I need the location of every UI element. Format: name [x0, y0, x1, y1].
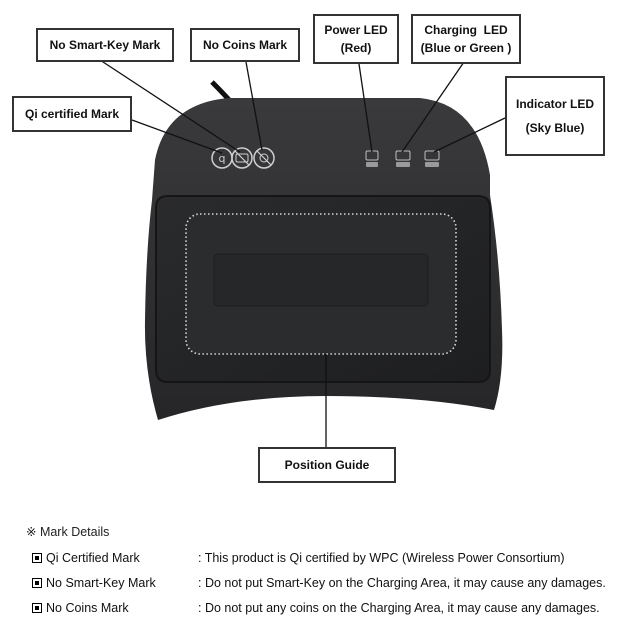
mark-details-heading: ※ Mark Details — [26, 525, 110, 539]
no-smart-key-icon — [231, 147, 253, 169]
callout-power-led-color: (Red) — [340, 41, 372, 55]
callout-charging-led: Charging LED (Blue or Green ) — [411, 14, 521, 64]
mark-detail-name: No Smart-Key Mark — [46, 576, 156, 590]
mark-detail-name: Qi Certified Mark — [46, 551, 140, 565]
svg-text:q: q — [219, 152, 226, 165]
mark-detail-description: : Do not put any coins on the Charging A… — [198, 601, 600, 615]
mark-detail-name: No Coins Mark — [46, 601, 129, 615]
checkbox-bullet-icon — [32, 553, 42, 563]
callout-indicator-led-color: (Sky Blue) — [525, 121, 585, 135]
no-coins-icon — [253, 147, 275, 169]
callout-no-smart-key: No Smart-Key Mark — [36, 28, 174, 62]
callout-indicator-led-label: Indicator LED — [515, 97, 594, 111]
leader-line-no-smart-key — [99, 59, 241, 153]
leader-line-charging-led — [401, 61, 465, 153]
callout-no-smart-key-label: No Smart-Key Mark — [49, 38, 161, 52]
indicator-led — [424, 150, 440, 167]
leader-line-qi — [131, 119, 223, 154]
callout-no-coins-label: No Coins Mark — [202, 38, 287, 52]
callout-position-guide: Position Guide — [258, 447, 396, 483]
callout-power-led: Power LED (Red) — [313, 14, 399, 64]
checkbox-bullet-icon — [32, 578, 42, 588]
mark-detail-description: : Do not put Smart-Key on the Charging A… — [198, 576, 606, 590]
callout-qi-certified-label: Qi certified Mark — [24, 107, 120, 121]
callout-power-led-label: Power LED — [324, 23, 388, 37]
coil-area — [213, 253, 429, 307]
callout-indicator-led: Indicator LED (Sky Blue) — [505, 76, 605, 156]
mark-detail-description: : This product is Qi certified by WPC (W… — [198, 551, 565, 565]
leader-line-power-led — [358, 63, 373, 153]
mark-detail-row: Qi Certified Mark : This product is Qi c… — [26, 549, 565, 574]
leader-line-no-coins — [245, 61, 263, 151]
callout-qi-certified: Qi certified Mark — [12, 96, 132, 132]
mark-details: ※ Mark Details Qi Certified Mark : This … — [26, 524, 606, 624]
mark-detail-row: No Smart-Key Mark : Do not put Smart-Key… — [26, 574, 606, 599]
mark-detail-row: No Coins Mark : Do not put any coins on … — [26, 599, 600, 624]
callout-charging-led-label: Charging LED — [424, 23, 508, 37]
leader-line-indicator-led — [433, 117, 506, 153]
callout-no-coins: No Coins Mark — [190, 28, 300, 62]
callout-position-guide-label: Position Guide — [284, 458, 370, 472]
callout-charging-led-color: (Blue or Green ) — [420, 41, 512, 55]
checkbox-bullet-icon — [32, 603, 42, 613]
